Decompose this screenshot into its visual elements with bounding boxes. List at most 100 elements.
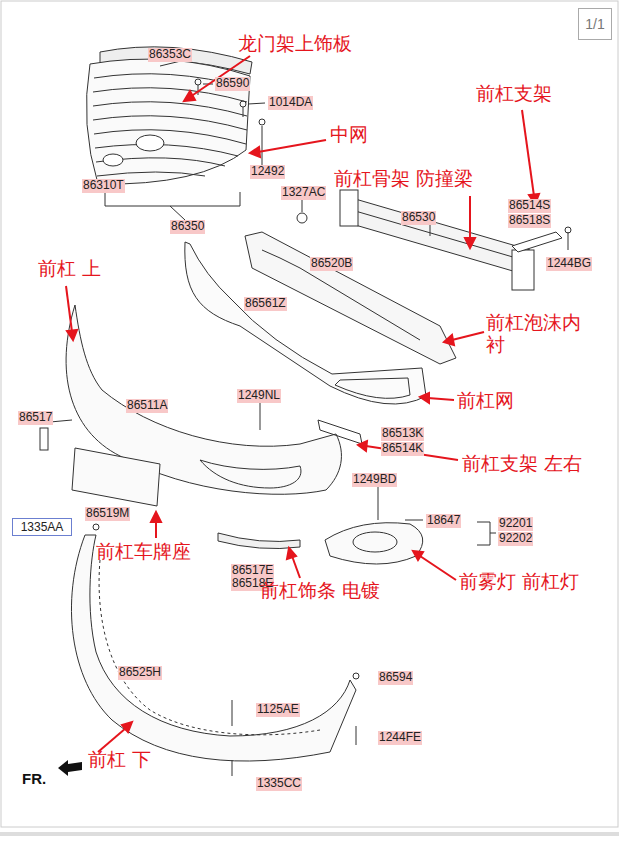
part-name: 前杠泡沫内衬 (486, 312, 586, 356)
chrome-strip (218, 533, 300, 549)
drawing-stroke (452, 332, 484, 340)
drawing-stroke (67, 330, 77, 340)
part-name: 龙门架上饰板 (238, 33, 352, 55)
drawing-stroke (430, 224, 431, 236)
drawing-stroke (105, 192, 240, 206)
drawing-stroke (469, 196, 471, 240)
drawing-stroke (185, 242, 426, 404)
callout-number: 1335CC (256, 777, 302, 791)
drawing-stroke (198, 85, 199, 95)
bumper-upper (40, 305, 378, 520)
drawing-stroke (240, 101, 246, 107)
drawing-stroke (218, 533, 300, 549)
drawing-stroke (335, 378, 410, 398)
drawing-stroke (262, 126, 263, 165)
callout-number: 86590 (215, 77, 250, 91)
drawing-stroke (136, 135, 164, 151)
drawing-stroke (250, 147, 260, 157)
drawing-stroke (356, 726, 357, 745)
drawing-stroke (490, 533, 496, 534)
fog-lamp (325, 520, 496, 564)
drawing-stroke (58, 760, 82, 776)
drawing-stroke (103, 154, 123, 166)
callout-number: 86594 (378, 671, 413, 685)
drawing-stroke (340, 190, 358, 226)
part-name: 前杠 下 (88, 749, 151, 771)
callout-number: 1244BG (546, 257, 592, 271)
callout-number: 1014DA (268, 96, 313, 110)
callout-number: 1249BD (352, 473, 397, 487)
callout-number: 86353C (148, 48, 192, 62)
plate-holder (72, 448, 160, 530)
part-name: 前杠支架 (476, 83, 552, 105)
drawing-stroke (1, 1, 618, 827)
node-text: 1335AA (21, 520, 64, 534)
drawing-stroke (318, 420, 362, 444)
part-name: 前杠车牌座 (96, 541, 191, 563)
red-arrows (66, 56, 539, 752)
part-name: 中网 (330, 124, 368, 146)
drawing-stroke (302, 200, 303, 212)
drawing-stroke (522, 110, 534, 196)
part-name: 前杠 上 (38, 258, 101, 280)
callout-number: 1327AC (281, 186, 326, 200)
callout-number: 86513K (381, 427, 424, 441)
callout-number: 92202 (498, 532, 533, 546)
drawing-stroke (190, 56, 250, 97)
drawing-stroke (358, 441, 367, 451)
drawing-stroke (195, 79, 201, 85)
node-text: 1/1 (585, 16, 604, 32)
drawing-stroke (565, 227, 571, 233)
drawing-stroke (184, 91, 195, 101)
drawing-stroke (345, 196, 530, 276)
callout-number: 86561Z (244, 297, 287, 311)
drawing-stroke (405, 520, 423, 521)
part-name: 前杠饰条 电镀 (260, 580, 380, 602)
callout-number: 86520B (310, 257, 353, 271)
callout-number: 86517E (231, 564, 274, 578)
page-counter: 1/1 (578, 8, 612, 40)
bumper-mesh (185, 242, 426, 404)
drawing-stroke (71, 535, 356, 761)
drawing-stroke (297, 213, 307, 223)
drawing-stroke (325, 523, 423, 564)
callout-number: 86350 (170, 220, 205, 234)
drawing-stroke (420, 556, 456, 580)
drawing-stroke (259, 119, 265, 125)
drawing-stroke (428, 398, 454, 400)
callout-number: 86530 (401, 211, 436, 225)
drawing-stroke (353, 532, 397, 552)
drawing-stroke (477, 522, 490, 545)
drawing-stroke (258, 140, 326, 152)
drawing-stroke (72, 448, 160, 506)
drawing-stroke (345, 208, 530, 262)
grille (86, 47, 265, 220)
drawing-stroke (66, 286, 72, 332)
callout-number: 86517 (18, 411, 53, 425)
drawing-stroke (232, 760, 233, 776)
direction-label: FR. (22, 770, 46, 787)
callout-number: 92201 (498, 517, 533, 531)
drawing-stroke (287, 548, 296, 559)
drawing-stroke (0, 832, 619, 836)
drawing-stroke (465, 238, 475, 248)
drawing-stroke (413, 551, 423, 560)
callout-number: 86310T (82, 179, 125, 193)
drawing-stroke (568, 232, 569, 250)
drawing-stroke (512, 232, 562, 252)
callout-number: 1244FE (378, 731, 422, 745)
front-arrow (58, 760, 82, 776)
drawing-stroke (512, 250, 534, 290)
drawing-stroke (170, 206, 185, 220)
drawing-stroke (353, 673, 359, 679)
callout-number: 86511A (126, 399, 168, 413)
drawing-stroke (248, 103, 265, 104)
callout-number: 86514S (508, 199, 551, 213)
drawing-stroke (292, 556, 300, 578)
callout-number: 86518S (508, 214, 551, 228)
callout-number: 86519M (85, 507, 130, 521)
drawing-stroke (151, 512, 161, 522)
drawing-stroke (40, 428, 48, 450)
